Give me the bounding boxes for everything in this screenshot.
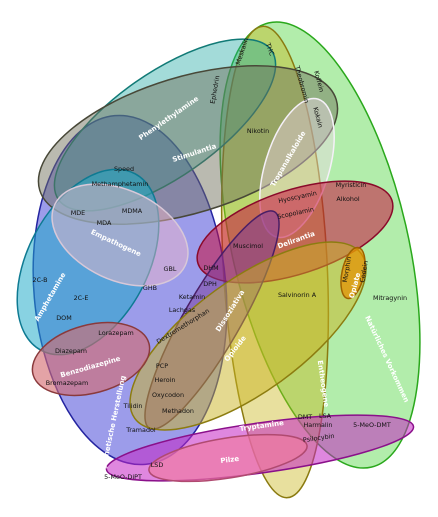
item-methamphetamin: Methamphetamin [92, 180, 149, 188]
item-tilidin: Tilidin [123, 402, 143, 410]
item-muscimol: Muscimol [233, 242, 263, 250]
item-lsa: LSA [319, 412, 332, 420]
region-opiate [340, 246, 366, 300]
item-speed: Speed [114, 165, 134, 173]
item-ketamin: Ketamin [179, 293, 205, 301]
item-codein: Codein [358, 260, 370, 283]
item-mda: MDA [97, 219, 112, 227]
region-benzodiazepine [31, 321, 151, 397]
item-5-meo-dipt: 5-MeO-DiPT [104, 473, 142, 481]
item-2c-e: 2C-E [74, 294, 89, 302]
label-pilze: Pilze [220, 455, 240, 465]
item-oxycodon: Oxycodon [152, 391, 184, 399]
item-alkohol: Alkohol [336, 195, 359, 203]
item-tramadol: Tramadol [125, 426, 156, 434]
item-salvinorin-a: Salvinorin A [278, 291, 317, 299]
item-dhm: DHM [203, 264, 218, 272]
item-dmt: DMT [298, 413, 312, 421]
item-nikotin: Nikotin [247, 127, 269, 135]
item-heroin: Heroin [155, 376, 176, 384]
item-lachgas: Lachgas [169, 306, 196, 314]
item-lorazepam: Lorazepam [98, 329, 133, 337]
region-pilze [148, 433, 308, 483]
region-empathogene [51, 183, 189, 287]
item-gbl: GBL [164, 265, 177, 273]
item-dom: DOM [56, 314, 71, 322]
item-ghb: GHB [143, 284, 157, 292]
item-lsd: LSD [151, 461, 164, 469]
item-myristicin: Myristicin [336, 181, 367, 189]
item-mde: MDE [71, 209, 85, 217]
item-diazepam: Diazepam [55, 347, 87, 355]
item-5-meo-dmt: 5-MeO-DMT [353, 421, 391, 429]
item-mdma: MDMA [122, 207, 143, 215]
item-bromazepam: Bromazepam [46, 379, 88, 387]
item-pcp: PCP [156, 362, 168, 370]
item-harmalin: Harmalin [304, 421, 333, 429]
item-dph: DPH [203, 280, 217, 288]
item-mitragynin: Mitragynin [373, 294, 407, 302]
item-methadon: Methadon [162, 407, 194, 415]
item-2c-b: 2C-B [33, 276, 48, 284]
